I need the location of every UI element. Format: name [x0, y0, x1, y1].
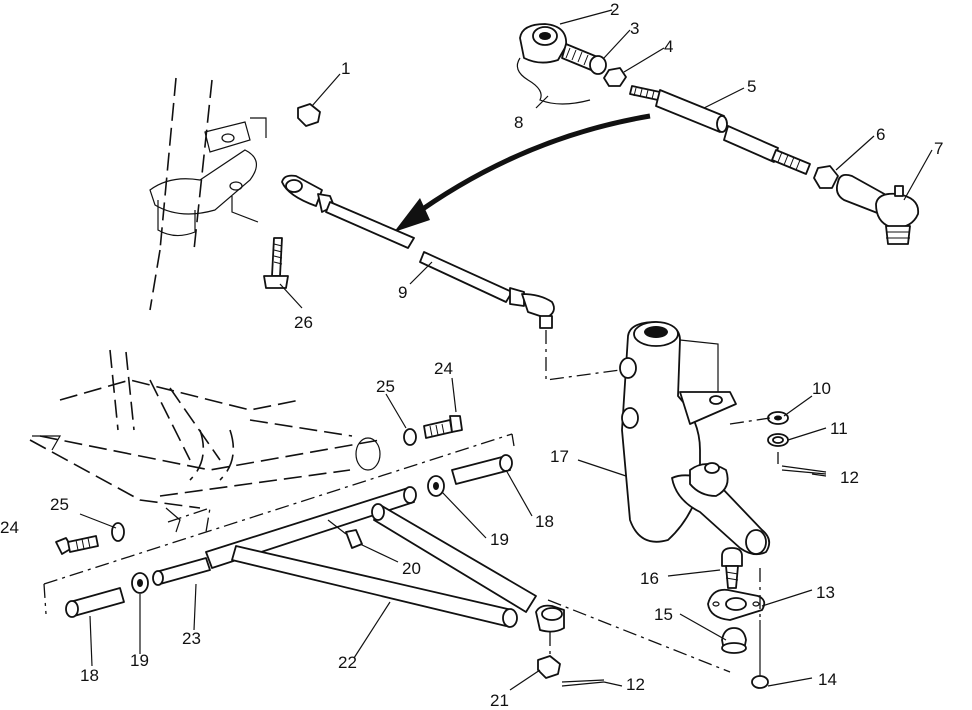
washer-part-25-left [111, 522, 125, 542]
bolt-part-14 [751, 620, 769, 689]
callout-8: 8 [514, 113, 523, 132]
callout-6: 6 [876, 125, 885, 144]
callout-9: 9 [398, 283, 407, 302]
bolt-part-24-right [423, 415, 463, 439]
tie-rod-end-part-7 [835, 173, 920, 245]
washer-part-19-right [427, 475, 445, 497]
callout-19-right: 19 [490, 530, 509, 549]
nut-part-1 [297, 103, 321, 127]
bushing-part-23 [152, 557, 211, 586]
bushing-part-18-left [65, 587, 125, 618]
callout-13: 13 [816, 583, 835, 602]
spindle-part-17 [619, 321, 771, 556]
callout-17: 17 [550, 447, 569, 466]
tie-rod-part-5 [629, 85, 811, 175]
assembly-arrow [394, 113, 651, 232]
bushing-part-18-right [451, 454, 513, 485]
a-arm-part-22 [205, 486, 565, 633]
steering-arm [516, 23, 591, 105]
cotter-pin-part-12-upper [781, 465, 827, 475]
callout-24-right: 24 [434, 359, 453, 378]
callout-18-right: 18 [535, 512, 554, 531]
callout-15: 15 [654, 605, 673, 624]
frame-outline [29, 349, 381, 533]
assembly-lines [43, 330, 779, 673]
callout-2: 2 [610, 0, 619, 19]
washer-part-11 [767, 433, 789, 447]
washer-part-19-left [131, 572, 149, 594]
callout-24-left: 24 [0, 518, 19, 537]
bolt-part-24-left [55, 535, 99, 555]
callout-20: 20 [402, 559, 421, 578]
callout-18-left: 18 [80, 666, 99, 685]
jam-sleeve-part-3 [561, 43, 607, 75]
callout-12-lower: 12 [626, 675, 645, 694]
nut-part-21 [537, 655, 561, 679]
callout-3: 3 [630, 19, 639, 38]
callout-22: 22 [338, 653, 357, 672]
callout-12-upper: 12 [840, 468, 859, 487]
callout-labels: 1 2 3 4 5 6 7 8 9 10 11 12 13 14 15 16 1… [0, 0, 943, 710]
callout-16: 16 [640, 569, 659, 588]
callout-14: 14 [818, 670, 837, 689]
plate-part-13 [707, 588, 766, 621]
steering-post [149, 77, 267, 311]
callout-5: 5 [747, 77, 756, 96]
callout-26: 26 [294, 313, 313, 332]
callout-7: 7 [934, 139, 943, 158]
cotter-pin-part-12-lower [561, 679, 605, 687]
callout-25-right: 25 [376, 377, 395, 396]
ball-joint-part-15 [721, 627, 747, 654]
tie-rod-assembly-part-9 [281, 174, 555, 329]
callout-4: 4 [664, 37, 673, 56]
jam-nut-part-6 [813, 165, 839, 189]
callout-1: 1 [341, 59, 350, 78]
washer-part-10 [767, 411, 789, 425]
leader-lines [79, 9, 933, 691]
bolt-part-16 [721, 547, 743, 589]
washer-part-25-right [403, 428, 417, 446]
callout-25-left: 25 [50, 495, 69, 514]
callout-21: 21 [490, 691, 509, 710]
grease-fitting-part-20 [327, 519, 363, 549]
callout-11: 11 [830, 419, 848, 438]
bolt-part-26 [263, 237, 289, 289]
callout-10: 10 [812, 379, 831, 398]
callout-19-left: 19 [130, 651, 149, 670]
callout-23: 23 [182, 629, 201, 648]
jam-nut-part-4 [603, 67, 627, 87]
